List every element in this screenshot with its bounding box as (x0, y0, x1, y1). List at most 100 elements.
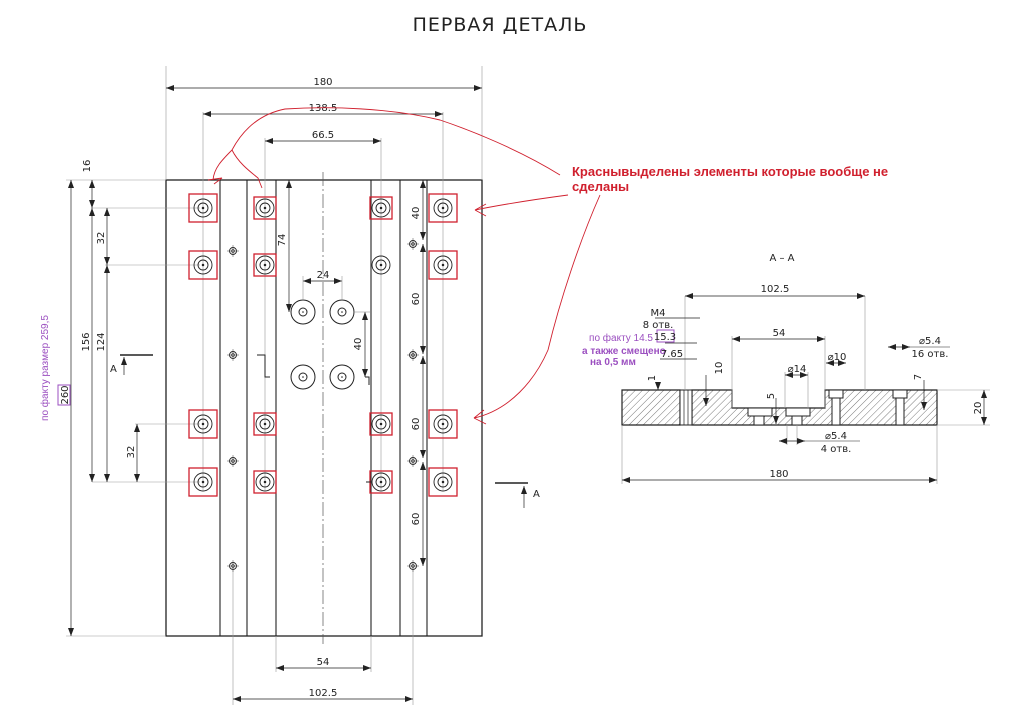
red-note-line1: Краснывыделены элементы которые вообще н… (572, 164, 888, 179)
dim-24: 24 (317, 270, 330, 281)
dim-bottom-102-5: 102.5 (309, 688, 338, 699)
sec-dim-54: 54 (773, 328, 786, 339)
missing-element-marker (428, 409, 458, 439)
left-dim-lines (68, 180, 140, 636)
missing-element-marker (369, 196, 393, 220)
counterbore-hole (188, 409, 218, 439)
dim-156: 156 (81, 332, 92, 351)
counterbore-hole (369, 412, 393, 436)
center-holes (290, 299, 355, 390)
threaded-hole (227, 245, 239, 257)
big-hole (290, 364, 316, 390)
sec-dim-102-5: 102.5 (761, 284, 790, 295)
sec-dim-10: 10 (714, 362, 725, 375)
sec-dim-15-3: 15.3 (654, 332, 676, 343)
sec-dim-phi14: ⌀14 (788, 364, 807, 375)
dim-180: 180 (313, 77, 332, 88)
counterbore-hole (369, 196, 393, 220)
section-letter-left: A (110, 364, 117, 375)
sec-dim-180: 180 (769, 469, 788, 480)
big-hole (290, 299, 316, 325)
slot-lines (219, 180, 428, 636)
threaded-hole (407, 238, 419, 250)
plan-view: 180 138.5 66.5 24 40 74 16 32 156 124 32… (39, 66, 540, 705)
threaded-hole (227, 560, 239, 572)
counterbore-hole (253, 253, 277, 277)
dim-right-60b: 60 (411, 418, 422, 431)
threaded-holes (227, 238, 419, 572)
plate-outline (165, 179, 483, 637)
sec-dim-phi5-4-bottom: ⌀5.4 (825, 431, 847, 442)
dim-16: 16 (82, 160, 93, 173)
dim-66-5: 66.5 (312, 130, 334, 141)
dim-40: 40 (353, 338, 364, 351)
sec-dim-7: 7 (913, 374, 924, 380)
missing-element-marker (188, 250, 218, 280)
section-view: А – А (582, 253, 990, 484)
counterbore-hole (188, 193, 218, 223)
counterbore-hole (188, 467, 218, 497)
dim-right-40: 40 (411, 207, 422, 220)
counterbore-holes (188, 193, 458, 497)
sec-dim-phi10: ⌀10 (828, 352, 847, 363)
missing-element-marker (428, 467, 458, 497)
sec-dim-m4-count: 8 отв. (643, 320, 674, 331)
section-dim-lines (622, 293, 987, 483)
counterbore-hole (428, 193, 458, 223)
sec-dim-20: 20 (973, 402, 984, 415)
sec-dim-4-holes: 4 отв. (821, 444, 852, 455)
dim-bottom-54: 54 (317, 657, 330, 668)
missing-element-marker (188, 467, 218, 497)
dim-138-5: 138.5 (309, 103, 338, 114)
actual-size-note: по факту размер 259,5 (39, 315, 51, 421)
counterbore-hole (253, 196, 277, 220)
actual-14-5-note: по факту 14.5 (589, 332, 653, 344)
sec-dim-16-holes: 16 отв. (912, 349, 949, 360)
missing-element-marker (428, 193, 458, 223)
step-marks (257, 354, 372, 483)
dim-124: 124 (96, 332, 107, 351)
sec-dim-1: 1 (647, 375, 658, 381)
threaded-hole (227, 349, 239, 361)
dim-right-60a: 60 (411, 293, 422, 306)
threaded-hole (407, 455, 419, 467)
missing-element-marker (253, 470, 277, 494)
sec-dim-5: 5 (766, 393, 777, 399)
shift-note-line2: на 0,5 мм (590, 357, 636, 368)
sec-dim-phi5-4-top: ⌀5.4 (919, 336, 941, 347)
top-dim-lines (166, 85, 482, 300)
drawing-title: ПЕРВАЯ ДЕТАЛЬ (413, 14, 588, 36)
counterbore-hole (371, 255, 391, 275)
missing-element-marker (428, 250, 458, 280)
highlight-box-15-3 (656, 329, 675, 343)
highlight-box-260 (57, 384, 71, 406)
big-hole (329, 299, 355, 325)
counterbore-hole (428, 250, 458, 280)
counterbore-hole (428, 409, 458, 439)
counterbore-hole (188, 250, 218, 280)
threaded-hole (227, 455, 239, 467)
section-label: А – А (769, 253, 794, 264)
hole-axes (66, 66, 483, 705)
threaded-hole (407, 560, 419, 572)
missing-element-marker (253, 196, 277, 220)
missing-element-marker (369, 412, 393, 436)
big-hole (329, 364, 355, 390)
missing-element-marker (253, 253, 277, 277)
missing-element-marker (188, 193, 218, 223)
counterbore-hole (253, 470, 277, 494)
counterbore-hole (428, 467, 458, 497)
dim-32-bottom: 32 (126, 446, 137, 459)
dim-74: 74 (277, 234, 288, 247)
sec-dim-7-65: 7.65 (661, 349, 683, 360)
red-markup-lines (207, 107, 601, 425)
red-note-line2: сделаны (572, 179, 629, 194)
missing-element-marker (188, 409, 218, 439)
sec-dim-m4: M4 (651, 308, 666, 319)
missing-element-marker (253, 412, 277, 436)
shift-note-line1: а также смещено (582, 346, 666, 357)
threaded-hole (407, 349, 419, 361)
dim-260: 260 (60, 385, 71, 404)
section-letter-right: A (533, 489, 540, 500)
